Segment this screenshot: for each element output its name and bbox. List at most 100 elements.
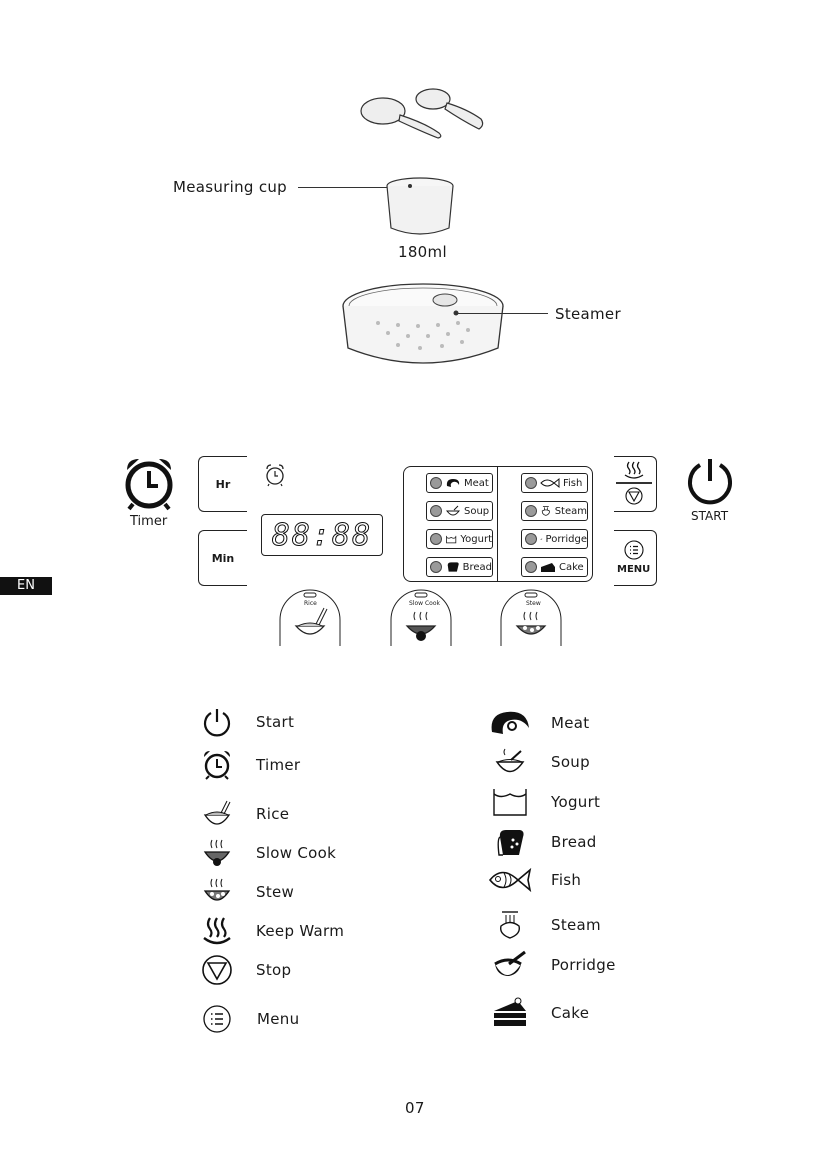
menu-button[interactable]: MENU bbox=[614, 530, 657, 586]
cake-led bbox=[525, 561, 537, 573]
measuring-cup-leader-line bbox=[298, 187, 398, 188]
steamer-label: Steamer bbox=[555, 305, 621, 323]
legend-menu-label: Menu bbox=[257, 1010, 300, 1028]
power-icon bbox=[203, 709, 231, 737]
legend-meat-label: Meat bbox=[551, 714, 590, 732]
program-porridge-label: Porridge bbox=[545, 533, 587, 545]
legend-steam: Steam bbox=[488, 909, 601, 941]
program-fish-button[interactable]: Fish bbox=[521, 473, 588, 493]
bread-icon bbox=[447, 562, 459, 572]
keep-warm-divider bbox=[616, 482, 652, 484]
stew-bowl-icon bbox=[203, 878, 231, 901]
yogurt-led bbox=[430, 533, 442, 545]
timer-icon[interactable] bbox=[121, 455, 177, 511]
indicator-rice: Rice bbox=[278, 588, 342, 646]
program-bread-label: Bread bbox=[462, 561, 492, 573]
measuring-cup-label: Measuring cup bbox=[173, 178, 287, 196]
program-meat-button[interactable]: Meat bbox=[426, 473, 493, 493]
display-value: 88:88 bbox=[271, 517, 373, 553]
legend-keep-warm: Keep Warm bbox=[198, 915, 344, 947]
indicator-stew: Stew bbox=[499, 588, 563, 646]
legend-soup-label: Soup bbox=[551, 753, 590, 771]
legend-menu: Menu bbox=[198, 1003, 299, 1035]
porridge-icon bbox=[540, 538, 543, 540]
legend-fish-label: Fish bbox=[551, 871, 582, 889]
keep-warm-stop-button[interactable] bbox=[614, 456, 657, 512]
program-yogurt-button[interactable]: Yogurt bbox=[426, 529, 493, 549]
steam-led bbox=[525, 505, 537, 517]
legend-stop: Stop bbox=[198, 954, 291, 986]
legend-timer-label: Timer bbox=[256, 756, 301, 774]
spoons-illustration bbox=[355, 85, 490, 140]
program-soup-button[interactable]: Soup bbox=[426, 501, 493, 521]
indicator-stew-label: Stew bbox=[526, 600, 541, 607]
page-number: 07 bbox=[405, 1099, 425, 1117]
legend-fish: Fish bbox=[488, 864, 581, 896]
hr-button-label: Hr bbox=[215, 477, 231, 491]
language-tab: EN bbox=[0, 577, 52, 595]
alarm-indicator-icon bbox=[264, 463, 286, 487]
steamer-illustration bbox=[338, 278, 508, 370]
min-button-label: Min bbox=[211, 551, 235, 565]
legend-rice: Rice bbox=[198, 798, 289, 830]
steamer-leader-line bbox=[458, 313, 548, 314]
legend-stew: Stew bbox=[198, 876, 294, 908]
program-yogurt-label: Yogurt bbox=[460, 533, 492, 545]
legend-cake: Cake bbox=[488, 997, 589, 1029]
program-soup-label: Soup bbox=[464, 505, 490, 517]
program-steam-label: Steam bbox=[554, 505, 587, 517]
cake-icon bbox=[494, 997, 526, 1026]
meat-icon bbox=[491, 711, 529, 734]
indicator-slow-cook: Slow Cook bbox=[389, 588, 453, 646]
keep-warm-icon bbox=[203, 917, 231, 945]
meat-icon bbox=[446, 479, 460, 487]
indicator-rice-label: Rice bbox=[304, 600, 317, 607]
porridge-icon bbox=[494, 950, 526, 976]
bread-led bbox=[430, 561, 442, 573]
legend-timer: Timer bbox=[198, 749, 300, 781]
program-cake-button[interactable]: Cake bbox=[521, 557, 588, 577]
legend-bread: Bread bbox=[488, 826, 597, 858]
legend-soup: Soup bbox=[488, 746, 590, 778]
program-meat-label: Meat bbox=[464, 477, 489, 489]
legend-cake-label: Cake bbox=[551, 1004, 590, 1022]
legend-stew-label: Stew bbox=[256, 883, 295, 901]
hr-button[interactable]: Hr bbox=[198, 456, 247, 512]
legend-yogurt-label: Yogurt bbox=[551, 793, 601, 811]
legend-porridge: Porridge bbox=[488, 949, 616, 981]
legend-rice-label: Rice bbox=[256, 805, 290, 823]
legend-start-label: Start bbox=[256, 713, 295, 731]
measuring-cup-illustration bbox=[383, 176, 458, 241]
menu-icon bbox=[624, 540, 644, 560]
menu-icon bbox=[203, 1005, 231, 1033]
legend-slow-cook: Slow Cook bbox=[198, 837, 336, 869]
steam-icon bbox=[500, 911, 520, 939]
digital-display: 88:88 bbox=[261, 514, 383, 556]
legend-meat: Meat bbox=[488, 707, 589, 739]
legend-yogurt: Yogurt bbox=[488, 786, 600, 818]
meat-led bbox=[430, 477, 442, 489]
program-cake-label: Cake bbox=[559, 561, 584, 573]
program-steam-button[interactable]: Steam bbox=[521, 501, 588, 521]
stop-icon bbox=[202, 955, 232, 985]
alarm-clock-icon bbox=[204, 751, 230, 780]
fish-icon bbox=[488, 867, 532, 893]
legend-keep-warm-label: Keep Warm bbox=[256, 922, 345, 940]
menu-button-label: MENU bbox=[617, 564, 651, 575]
program-porridge-button[interactable]: Porridge bbox=[521, 529, 588, 549]
legend-bread-label: Bread bbox=[551, 833, 597, 851]
soup-icon bbox=[445, 505, 461, 516]
program-fish-label: Fish bbox=[563, 477, 583, 489]
porridge-led bbox=[525, 533, 537, 545]
fish-led bbox=[525, 477, 537, 489]
min-button[interactable]: Min bbox=[198, 530, 247, 586]
yogurt-icon bbox=[446, 535, 457, 544]
start-power-icon[interactable] bbox=[684, 455, 736, 507]
soup-icon bbox=[495, 748, 525, 773]
fish-icon bbox=[540, 477, 560, 489]
legend-steam-label: Steam bbox=[551, 916, 601, 934]
program-bread-button[interactable]: Bread bbox=[426, 557, 493, 577]
soup-led bbox=[430, 505, 442, 517]
slow-cook-bowl-icon bbox=[203, 839, 231, 866]
legend-stop-label: Stop bbox=[256, 961, 292, 979]
